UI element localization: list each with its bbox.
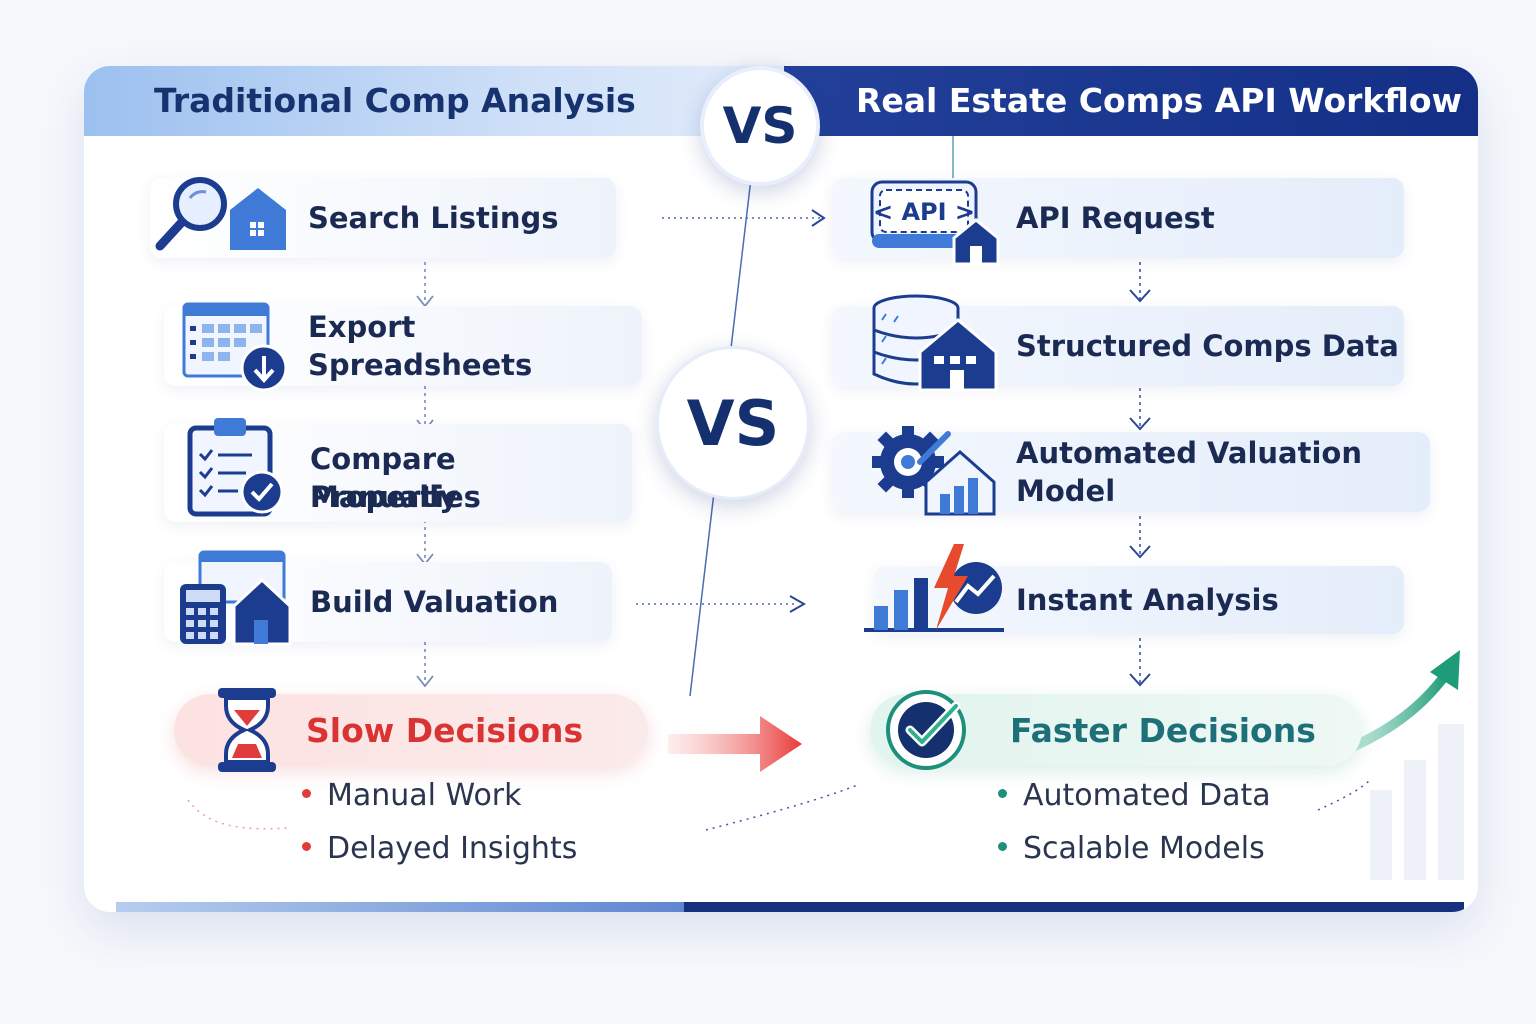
slow-decisions-label: Slow Decisions (306, 710, 584, 750)
step-label: Build Valuation (310, 585, 559, 619)
bottom-bar-left (116, 902, 684, 912)
left-title: Traditional Comp Analysis (154, 81, 636, 120)
vs-badge-center: VS (656, 346, 810, 500)
slow-decisions-pill: Slow Decisions (174, 688, 648, 772)
database-house-icon (872, 294, 998, 392)
right-step-automated-valuation-model: Automated Valuation Model (832, 426, 1430, 516)
calculator-house-icon (180, 550, 292, 646)
api-icon-text: < API > (873, 198, 975, 226)
right-bullet-item: Automated Data (998, 778, 1271, 813)
left-step-search-listings: Search Listings (150, 177, 616, 258)
spreadsheet-download-icon (182, 302, 288, 392)
magnifier-house-icon (155, 177, 286, 251)
faster-decisions-pill: Faster Decisions (870, 690, 1362, 770)
step-label: Search Listings (308, 201, 559, 235)
left-step-build-valuation: Build Valuation (164, 550, 612, 646)
hourglass-icon (218, 688, 276, 772)
check-badge-icon (886, 690, 966, 770)
right-header (784, 66, 1478, 136)
step-label: API Request (1016, 201, 1215, 235)
bar-chart-lightning-icon (864, 544, 1004, 632)
gear-house-chart-icon (872, 426, 996, 516)
left-step-compare-properties: Compare Properties Manually (164, 418, 632, 522)
right-step-instant-analysis: Instant Analysis (864, 544, 1404, 634)
vs-badge-top: VS (700, 66, 820, 186)
right-bullet-item: Scalable Models (998, 831, 1265, 866)
right-title: Real Estate Comps API Workflow (856, 81, 1462, 120)
right-step-api-request: < API > API Request (832, 178, 1404, 266)
step-label: Structured Comps Data (1016, 329, 1399, 363)
step-label: Instant Analysis (1016, 583, 1279, 617)
clipboard-check-icon (187, 418, 284, 517)
left-step-export-spreadsheets: Export Spreadsheets (164, 302, 642, 392)
left-bullet-item: Delayed Insights (302, 831, 577, 866)
bottom-bar-right (684, 902, 1464, 912)
left-bullet-item: Manual Work (302, 778, 522, 813)
step-label: Export Spreadsheets (308, 310, 533, 382)
api-house-icon: < API > (870, 180, 1000, 266)
right-step-structured-comps-data: Structured Comps Data (832, 294, 1404, 392)
step-label: Automated Valuation Model (1016, 436, 1363, 508)
step-label-line1: Compare Properties (310, 442, 481, 514)
step-label-line2: Manually (310, 480, 459, 514)
faster-decisions-label: Faster Decisions (1010, 710, 1316, 750)
